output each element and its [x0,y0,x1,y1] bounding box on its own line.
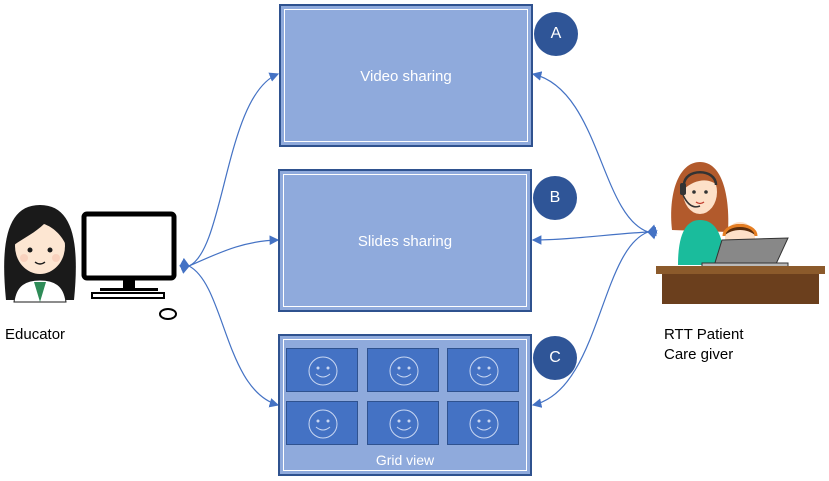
video-sharing-panel: Video sharing [279,4,533,147]
arrow-educator-slides [179,235,280,274]
arrow-patient-grid [531,224,658,408]
participant-tile [447,348,519,392]
badge-c: C [533,336,577,380]
participant-tile [367,348,439,392]
patient-label-line1: RTT Patient [664,326,744,343]
video-sharing-label: Video sharing [360,68,452,85]
patient-label-line2: Care giver [664,346,734,363]
participant-tile [286,401,358,445]
slides-sharing-panel: Slides sharing [278,169,532,312]
slides-sharing-label: Slides sharing [357,233,453,250]
badge-b: B [533,176,577,220]
educator-label: Educator [5,326,66,343]
arrow-educator-video [179,72,280,274]
badge-a: A [534,12,578,56]
participant-tile [286,348,358,392]
arrow-patient-video [531,71,658,240]
arrow-patient-slides [531,226,657,245]
participant-tile [367,401,439,445]
participant-tile [447,401,519,445]
grid-view-label: Grid view [375,452,435,468]
arrow-educator-grid [179,257,280,408]
grid-view-panel: Grid view [278,334,532,476]
